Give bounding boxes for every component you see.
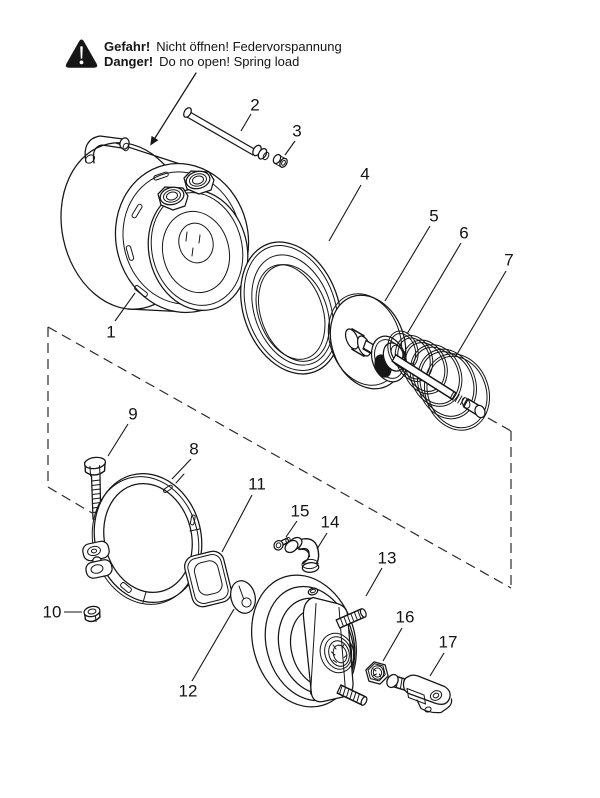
part-label-6: 6 [459, 223, 469, 243]
danger-zone-dashed-outline [47, 326, 512, 589]
part-label-13: 13 [377, 548, 397, 568]
warning-en-keyword: Danger! [104, 54, 154, 69]
warning-arrow [150, 72, 197, 146]
clamp-lugs [82, 540, 113, 579]
part-10-nut [83, 605, 101, 623]
part-15-vent-screw [273, 537, 291, 551]
part-label-2: 2 [250, 95, 260, 115]
warning-text: Gefahr! Nicht öffnen! Federvorspannung Da… [104, 39, 342, 69]
part-label-4: 4 [360, 164, 370, 184]
warning-en-message: Do no open! Spring load [159, 54, 300, 69]
part-label-17: 17 [438, 632, 458, 652]
part-13-flange-cover [250, 574, 368, 708]
part-label-5: 5 [429, 206, 439, 226]
part-4-seal-ring [240, 241, 342, 375]
cover-stud-top [335, 608, 367, 629]
part-17-clevis [386, 673, 453, 714]
part-label-9: 9 [128, 404, 138, 424]
warning-de-keyword: Gefahr! [104, 39, 151, 54]
part-label-15: 15 [290, 501, 310, 521]
part-14-elbow-fitting [284, 536, 320, 573]
part-16-hex-nut [365, 661, 389, 685]
clamp-band-details [120, 473, 200, 603]
cover-stud-bottom [336, 684, 368, 706]
part-label-1: 1 [106, 322, 116, 342]
chamber-port-rear [183, 170, 215, 195]
part-1-chamber-housing [60, 135, 250, 314]
rim-center-marks [185, 231, 201, 257]
cover-threaded-hole [319, 632, 355, 674]
part-12-washer [230, 580, 256, 614]
part-3-fitting [272, 153, 288, 168]
part-label-11: 11 [248, 474, 266, 494]
part-2-rod [183, 107, 270, 161]
part-label-7: 7 [504, 250, 514, 270]
chamber-port-front [157, 186, 189, 211]
warning-line-en: Danger! Do no open! Spring load [104, 54, 342, 69]
part-label-8: 8 [189, 439, 199, 459]
part-8-clamp-band [82, 473, 203, 605]
warning-triangle-icon [65, 39, 98, 68]
warning-de-message: Nicht öffnen! Federvorspannung [156, 39, 342, 54]
warning-line-de: Gefahr! Nicht öffnen! Federvorspannung [104, 39, 342, 54]
part-label-3: 3 [292, 121, 302, 141]
flange-slots [125, 171, 169, 298]
part-label-12: 12 [178, 681, 198, 701]
part-label-16: 16 [395, 607, 415, 627]
leader-lines [64, 113, 507, 682]
part-label-10: 10 [42, 602, 62, 622]
part-label-14: 14 [320, 512, 340, 532]
chamber-handle [84, 135, 130, 164]
part-11-gasket [184, 550, 232, 608]
part-7-spring [387, 330, 490, 431]
